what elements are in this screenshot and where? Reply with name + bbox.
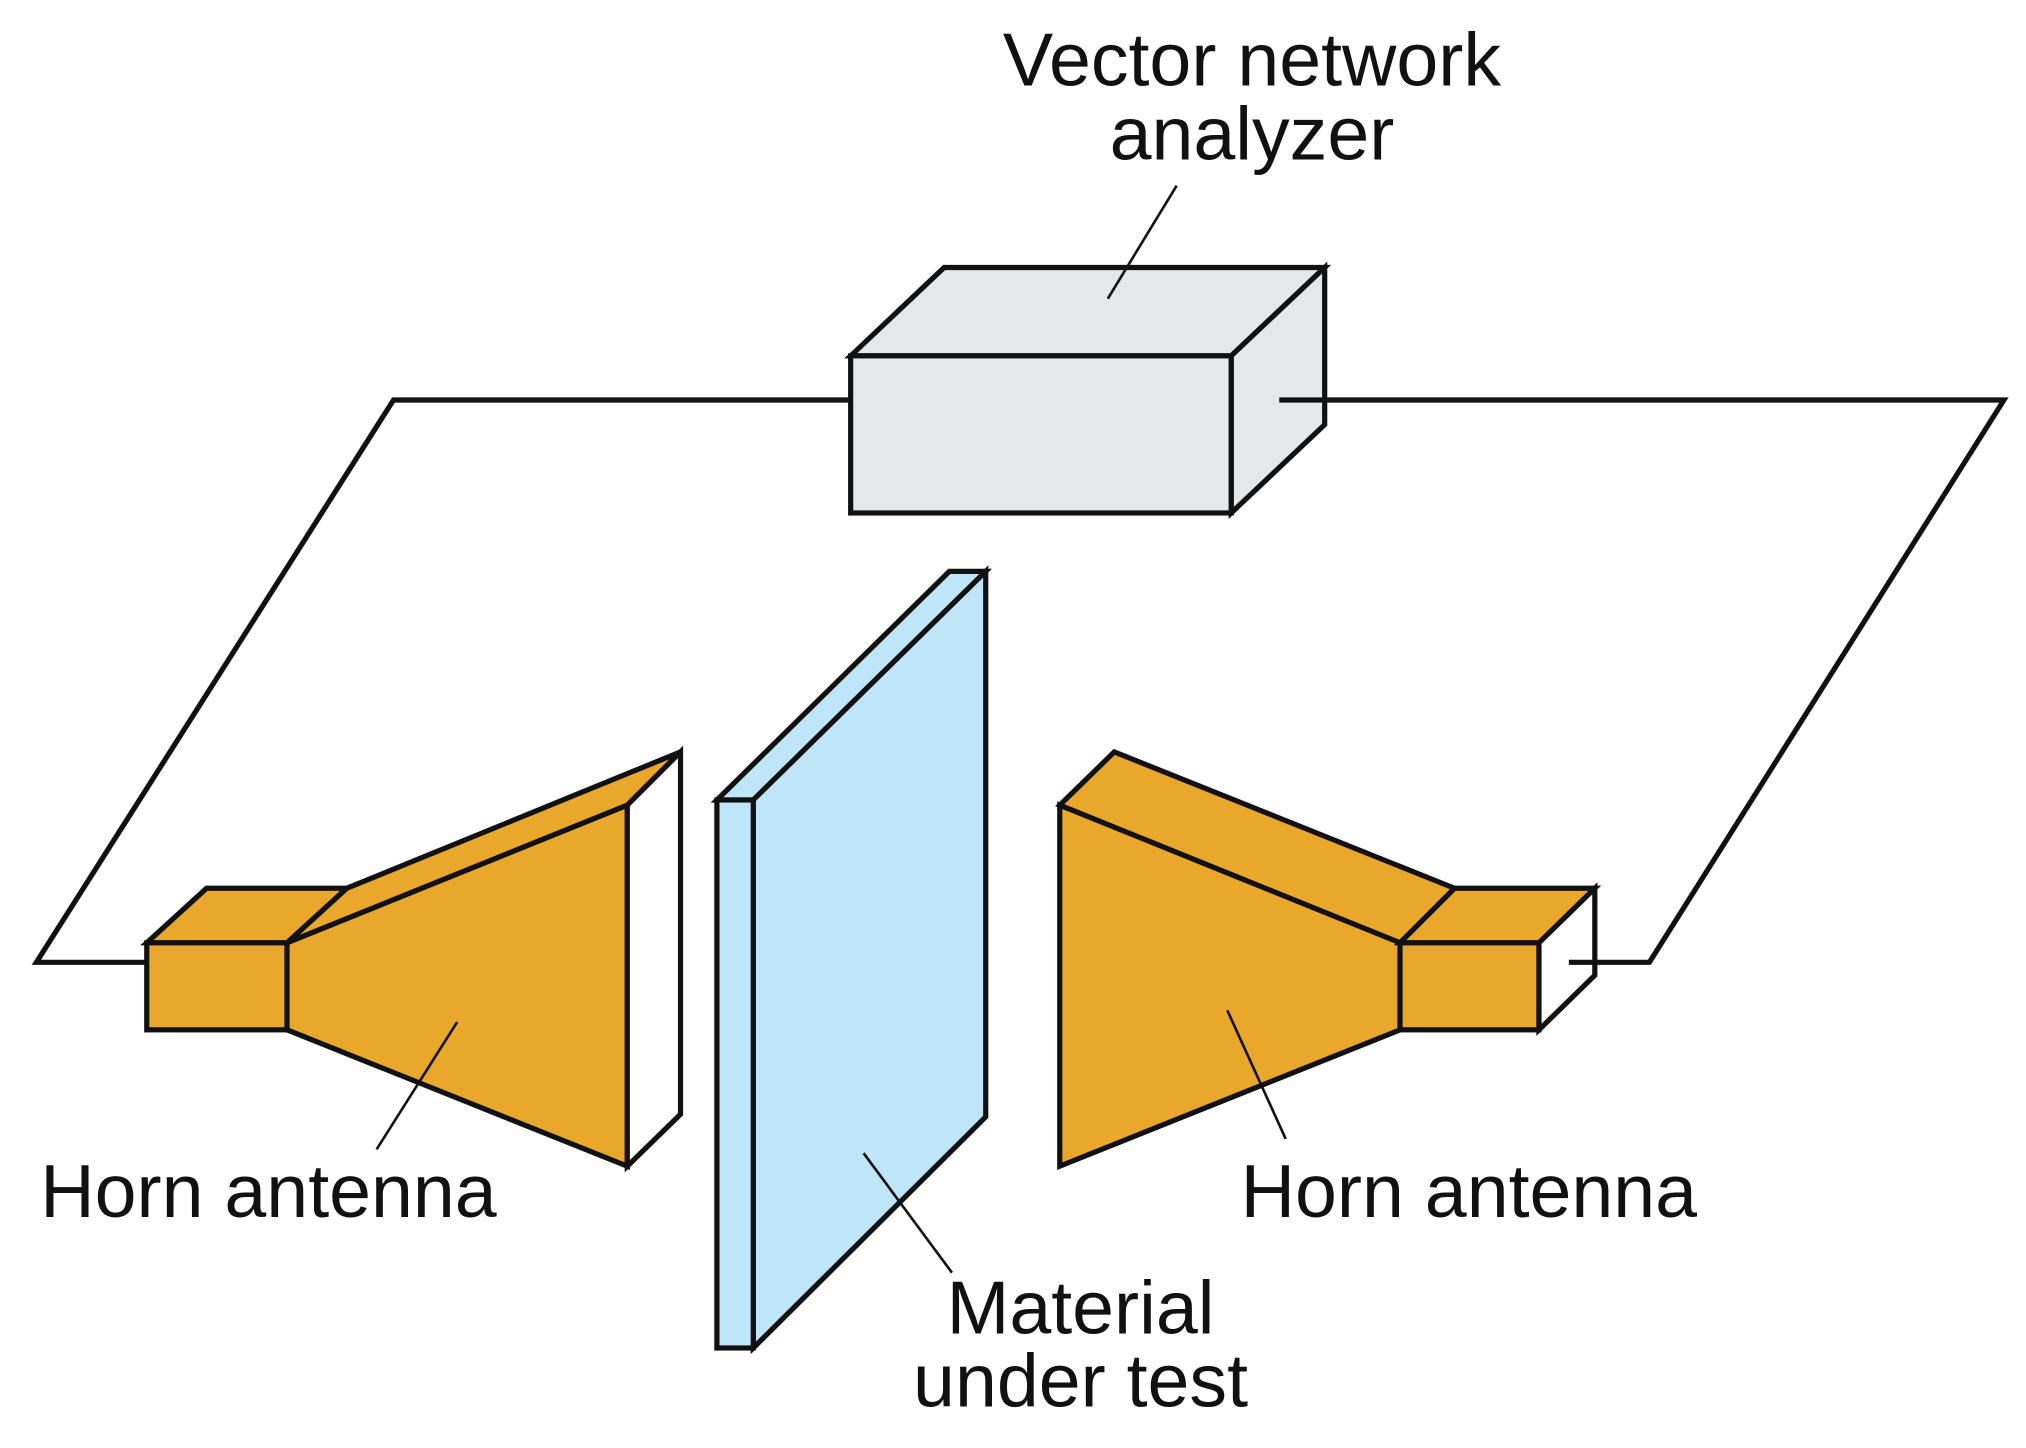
material-under-test <box>710 565 993 1355</box>
left-waveguide-front <box>144 940 290 1033</box>
labels: Vector network analyzer Horn antenna Hor… <box>40 18 1697 1423</box>
right-waveguide-port <box>1536 882 1598 1037</box>
material-leader <box>862 1152 954 1274</box>
cable-loop <box>31 397 2009 965</box>
material-label-line1: Material <box>947 1266 1215 1350</box>
right-cable <box>1279 397 2009 965</box>
vna-label-line1: Vector network <box>1003 18 1501 102</box>
horn-antenna-left <box>140 745 684 1173</box>
vna-front-face <box>848 353 1234 516</box>
horn-left-leader <box>375 1021 459 1151</box>
leader-lines <box>375 185 1287 1274</box>
left-cable <box>31 397 851 965</box>
vna-leader <box>1106 185 1178 300</box>
vector-network-analyzer <box>844 261 1332 519</box>
horn-left-label: Horn antenna <box>40 1149 497 1233</box>
right-waveguide-front <box>1397 940 1542 1033</box>
horn-right-leader <box>1226 1009 1287 1140</box>
vna-label-line2: analyzer <box>1110 92 1395 176</box>
horn-antenna-right <box>1055 748 1602 1171</box>
material-front-edge <box>714 797 756 1351</box>
horn-right-label: Horn antenna <box>1241 1149 1698 1233</box>
left-horn-aperture <box>624 745 684 1173</box>
material-side-face <box>750 565 989 1355</box>
material-label-line2: under test <box>913 1338 1248 1422</box>
